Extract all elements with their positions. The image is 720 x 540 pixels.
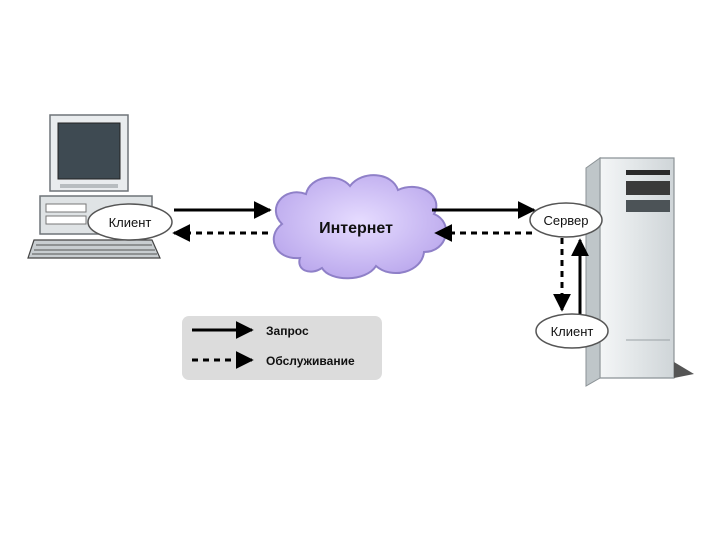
legend-service-label: Обслуживание [266, 354, 355, 368]
client-left-label: Клиент [109, 215, 152, 230]
client-right-label: Клиент [551, 324, 594, 339]
client-right-node: Клиент [535, 313, 609, 349]
internet-label: Интернет [319, 220, 393, 237]
server-node: Сервер [529, 202, 603, 238]
server-label: Сервер [543, 213, 588, 228]
cloud-icon: Интернет [272, 174, 447, 280]
legend: Запрос Обслуживание [182, 316, 382, 380]
client-left-node: Клиент [87, 203, 173, 241]
legend-request-label: Запрос [266, 324, 309, 338]
server-tower-icon [585, 157, 694, 387]
